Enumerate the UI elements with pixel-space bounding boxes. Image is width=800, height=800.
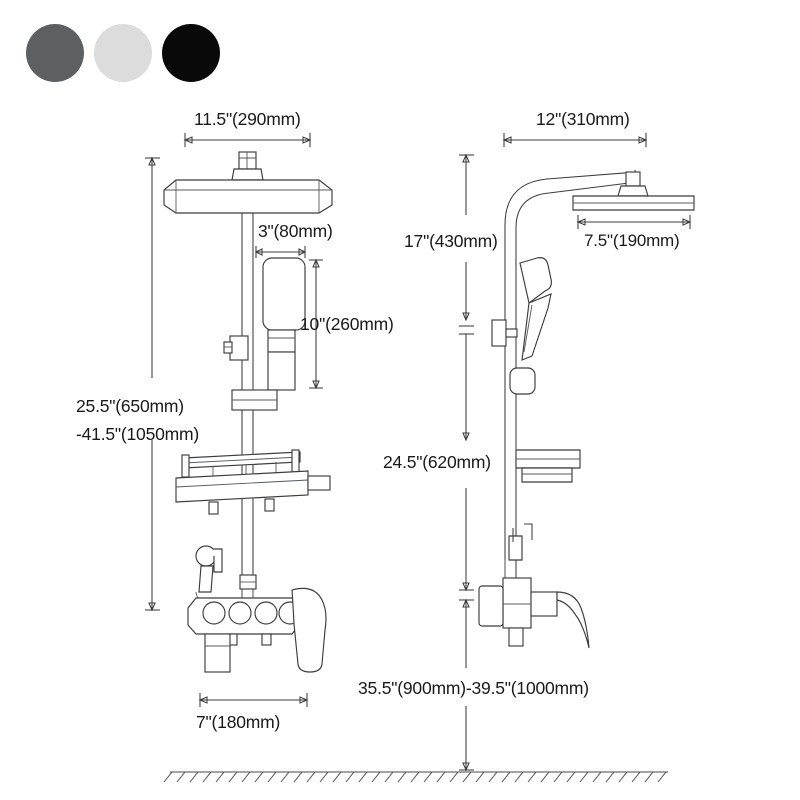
shelf-tray-side [515, 449, 581, 483]
front-view-group: 11.5"(290mm) [76, 109, 394, 732]
handheld-shower-front [262, 257, 306, 391]
label-arm-height: 17"(430mm) [404, 231, 498, 251]
valve-body-front [187, 597, 302, 673]
label-shower-head-width: 11.5"(290mm) [194, 109, 301, 129]
dim-handheld-drop [309, 258, 323, 390]
dim-mount-height-range [459, 600, 474, 772]
swatch-gunmetal-gray[interactable] [26, 24, 84, 82]
mid-collar-front [231, 389, 278, 411]
handheld-shower-side [509, 257, 552, 395]
label-bar-height: 24.5"(620mm) [383, 452, 491, 472]
label-handheld-drop: 10"(260mm) [300, 314, 394, 334]
spout-front [291, 587, 327, 673]
label-mount-height-range: 35.5"(900mm)-39.5"(1000mm) [358, 678, 589, 698]
slide-bracket-front [223, 335, 249, 361]
dim-shower-head-width [183, 133, 312, 147]
side-view-group: 12"(310mm) 7.5"(190m [358, 109, 695, 772]
label-shower-head-depth: 7.5"(190mm) [584, 231, 679, 250]
dim-valve-width [198, 693, 309, 707]
floor-ground-line [163, 771, 668, 783]
valve-body-side [478, 577, 590, 649]
bidet-holder-side [504, 523, 533, 580]
shelf-tray-front [175, 449, 331, 515]
swatch-matte-black[interactable] [162, 24, 220, 82]
label-valve-width: 7"(180mm) [196, 712, 280, 732]
label-mixer-offset: 3"(80mm) [258, 221, 333, 241]
bidet-sprayer-front [195, 545, 223, 605]
dim-shower-head-depth [576, 215, 692, 229]
label-slide-range-line2: -41.5"(1050mm) [76, 424, 199, 444]
label-arm-reach: 12"(310mm) [536, 109, 630, 129]
slide-bar-side [504, 420, 517, 600]
bar-holder-side [491, 319, 518, 347]
dim-arm-reach [502, 133, 648, 147]
dim-arm-height [459, 153, 474, 335]
overhead-shower-head-side [572, 171, 695, 211]
overhead-shower-head-front [163, 151, 333, 214]
dim-mixer-offset [254, 246, 307, 258]
dim-slide-range [145, 156, 160, 612]
finish-color-swatches [26, 24, 220, 82]
label-slide-range-line1: 25.5"(650mm) [76, 396, 184, 416]
swatch-light-chrome[interactable] [94, 24, 152, 82]
